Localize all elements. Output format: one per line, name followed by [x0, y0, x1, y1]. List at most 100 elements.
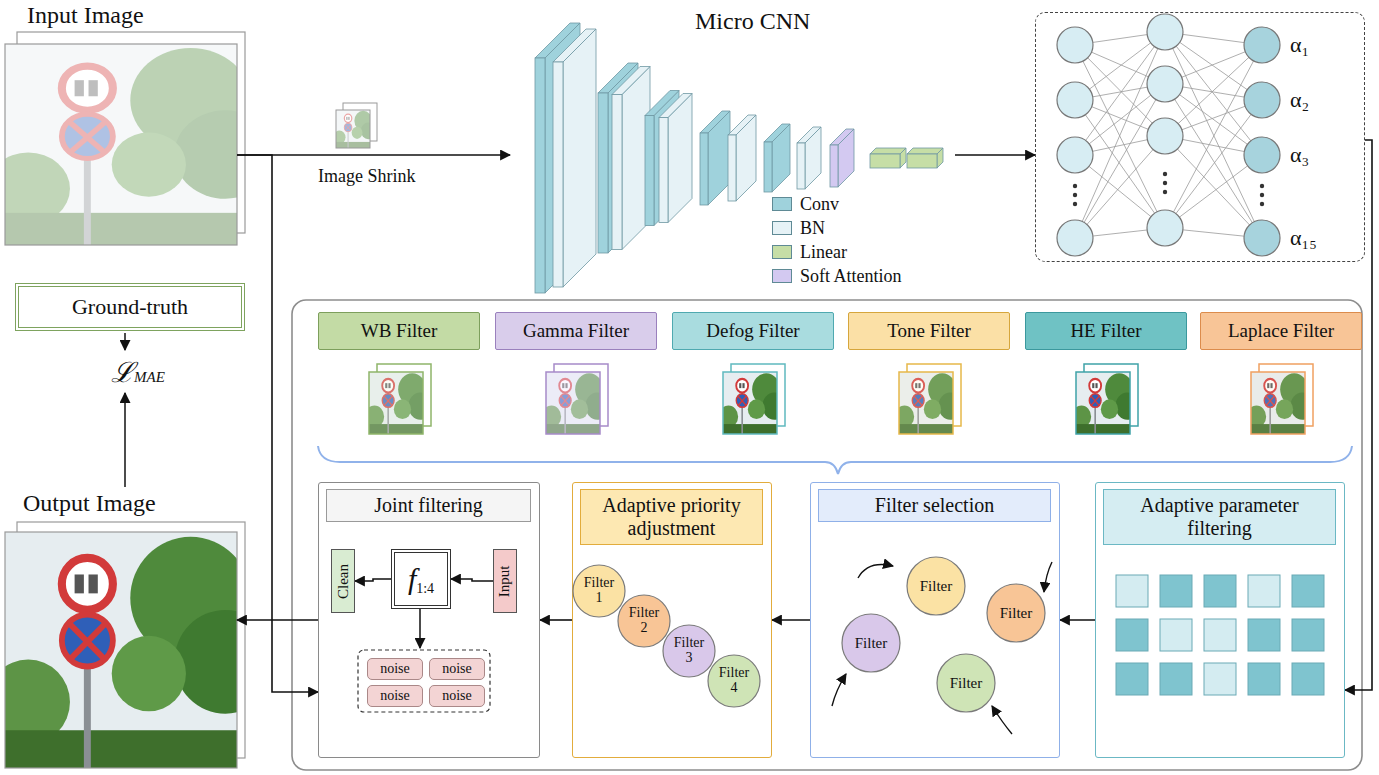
thumb-frame — [723, 372, 777, 434]
legend-row: BN — [772, 216, 902, 240]
nn-neuron — [1244, 27, 1280, 63]
node-text: noise — [442, 688, 472, 704]
param-cell — [1248, 619, 1280, 651]
node-text: Filter 1 — [579, 576, 619, 605]
selection-circle: Filter — [906, 556, 966, 616]
circle-shape — [573, 565, 625, 617]
text-slot: α₁₅ — [1290, 225, 1317, 251]
param-cell — [1160, 575, 1192, 607]
legend-swatch — [772, 269, 792, 283]
layer-top — [728, 115, 756, 135]
bracket — [318, 446, 1352, 474]
layer-front — [535, 58, 545, 293]
ellipsis-dot — [1073, 202, 1077, 206]
small-photo — [333, 110, 376, 148]
circle-shape — [618, 595, 670, 647]
node-text: Filter selection — [823, 494, 1046, 517]
param-cell — [1116, 619, 1148, 651]
connector — [451, 579, 493, 581]
rotate-arrow — [1044, 562, 1052, 592]
node-text: Clean — [335, 564, 352, 599]
loss-arrow — [124, 393, 126, 487]
legend-text: BN — [800, 218, 825, 239]
haze — [336, 110, 370, 148]
circle-shape — [907, 557, 965, 615]
node-text: Filter — [950, 675, 983, 692]
text-slot: α₃ — [1290, 142, 1309, 168]
node-text: Adaptive parameter filtering — [1108, 494, 1331, 540]
joint-filtering-box: Joint filteringCleanf1:4Inputnoisenoisen… — [318, 482, 540, 758]
param-cell — [1204, 575, 1236, 607]
ellipsis-dot — [1260, 193, 1264, 197]
ellipsis-dot — [1073, 184, 1077, 188]
priority-box: Adaptive priority adjustmentFilter 1Filt… — [572, 482, 772, 758]
input-image: Input Image — [5, 44, 237, 245]
node-text: α₂ — [1290, 87, 1309, 113]
noise-box: noise — [367, 658, 423, 680]
noise-group — [358, 650, 490, 712]
node-text: 1:4 — [416, 581, 434, 597]
layer-front — [612, 95, 622, 250]
loss-label: ℒ — [111, 352, 134, 390]
node-text: WB Filter — [361, 320, 438, 342]
layer-top — [764, 124, 790, 142]
node-text: Filter 2 — [624, 606, 664, 635]
text-slot: Input Image — [27, 2, 144, 29]
legend-swatch — [772, 221, 792, 235]
selection-circle: Filter — [986, 583, 1046, 643]
circle-shape — [708, 655, 760, 707]
legend-text: Soft Attention — [800, 266, 902, 287]
text-slot: Adaptive parameter filtering — [1103, 489, 1336, 545]
thumb-frame — [369, 372, 423, 434]
layer-top — [830, 129, 854, 145]
layer-front — [764, 142, 772, 192]
noise-box: noise — [429, 658, 485, 680]
ellipsis-dot — [1260, 202, 1264, 206]
connector — [1060, 619, 1095, 621]
thumb-frame — [546, 372, 600, 434]
filter-box: Tone Filter — [848, 312, 1010, 350]
node-text: Filter 4 — [714, 666, 754, 695]
layer-top — [870, 148, 906, 154]
layer-top — [659, 94, 692, 118]
param-cell — [1204, 619, 1236, 651]
thumb-photo — [542, 372, 610, 434]
param-cell — [1248, 575, 1280, 607]
node-text: Adaptive priority adjustment — [585, 494, 758, 540]
param-cell — [1116, 575, 1148, 607]
node-text: Filter — [920, 578, 953, 595]
layer-top — [553, 29, 596, 62]
param-cell — [1292, 575, 1324, 607]
haze — [5, 44, 237, 245]
nn-neuron — [1147, 118, 1183, 154]
connector — [1345, 140, 1372, 690]
layer-top — [612, 67, 650, 95]
circle-shape — [937, 654, 995, 712]
ellipsis-dot — [1260, 184, 1264, 188]
legend-row: Conv — [772, 192, 902, 216]
filter-panel — [292, 300, 1362, 770]
connector — [772, 619, 810, 621]
node-text: Input Image — [27, 2, 144, 29]
node-text: Tone Filter — [887, 320, 971, 342]
rotate-arrow — [832, 674, 846, 706]
layer-front — [700, 133, 708, 205]
node-text: noise — [380, 688, 410, 704]
input-photo — [0, 44, 276, 245]
circle-shape — [663, 625, 715, 677]
nn-neuron — [1057, 82, 1093, 118]
connector — [955, 154, 1035, 156]
connector — [355, 579, 391, 581]
selection-box: Filter selectionFilterFilterFilterFilter — [810, 482, 1060, 758]
nn-neuron — [1147, 210, 1183, 246]
param-cell — [1160, 663, 1192, 695]
param-cell — [1292, 663, 1324, 695]
noise-arrow — [419, 609, 421, 648]
layer-side — [563, 29, 596, 287]
text-slot: Filter selection — [818, 489, 1051, 522]
param-cell — [1204, 663, 1236, 695]
legend-swatch — [772, 197, 792, 211]
priority-circle: Filter 1 — [572, 564, 626, 618]
ellipsis-dot — [1073, 193, 1077, 197]
circle-shape — [842, 614, 900, 672]
